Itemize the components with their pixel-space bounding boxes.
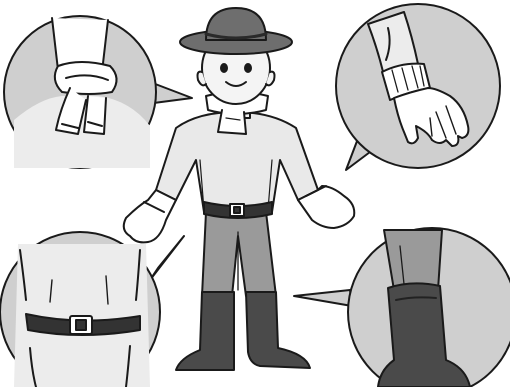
boot-callout <box>294 228 510 387</box>
belt-callout <box>0 232 184 387</box>
scarf-callout <box>4 16 192 168</box>
glove-callout <box>336 4 500 170</box>
